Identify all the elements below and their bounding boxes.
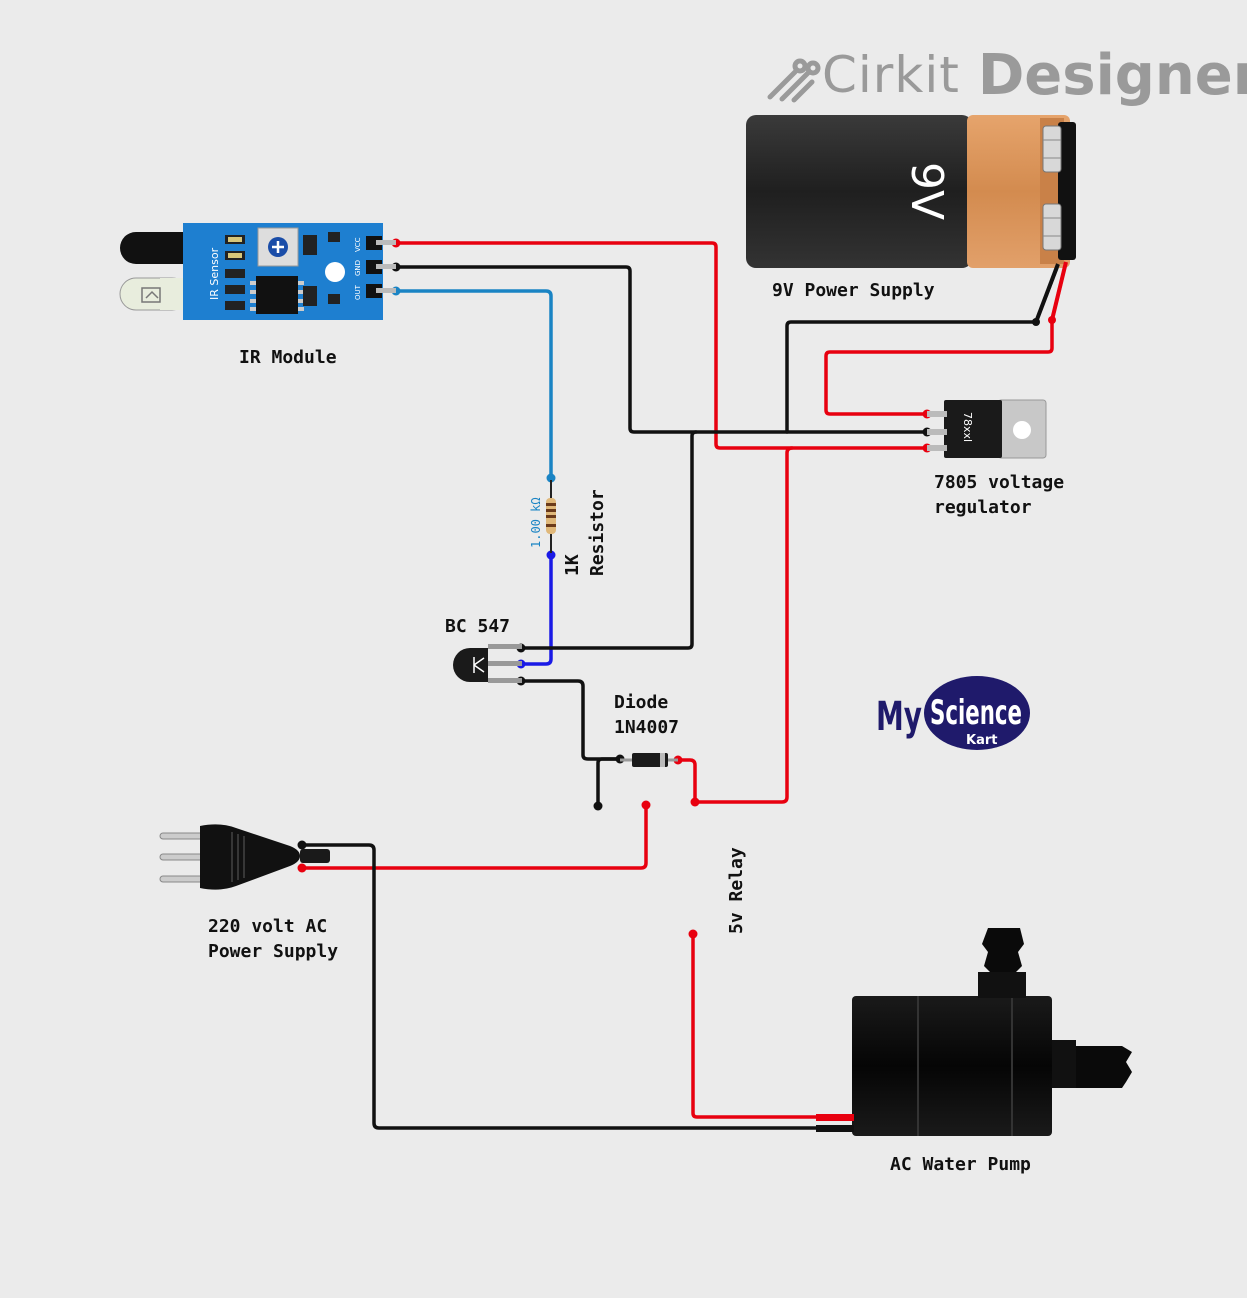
diode-1n4007[interactable] xyxy=(620,753,678,767)
brand-word-designer: Designer xyxy=(977,42,1247,108)
resistor-value: 1.00 kΩ xyxy=(529,497,543,548)
battery-marking: 9V xyxy=(901,162,952,220)
ir-module[interactable]: IR Sensor VCC GND OUT xyxy=(119,223,396,320)
ac-plug[interactable] xyxy=(159,824,330,890)
wire-resistor-base[interactable] xyxy=(519,553,553,666)
wire-ir-out[interactable] xyxy=(394,289,553,480)
relay-label: 5v Relay xyxy=(726,847,747,934)
wire-emitter-gnd[interactable] xyxy=(519,430,698,650)
ir-pin-gnd-label: GND xyxy=(354,260,362,276)
ir-pin-out-label: OUT xyxy=(354,284,362,300)
ir-module-label: IR Module xyxy=(239,347,337,368)
wire-battery-neg[interactable] xyxy=(785,263,1060,434)
wire-relay-coil-neg[interactable] xyxy=(596,757,622,808)
resistor-label: 1K Resistor xyxy=(562,489,608,576)
wire-ac-live[interactable] xyxy=(300,803,648,870)
wires xyxy=(300,241,1068,1130)
ir-board-text: IR Sensor xyxy=(208,247,221,300)
wire-collector[interactable] xyxy=(519,679,622,761)
brand-word-cirkit: Cirkit xyxy=(822,46,960,104)
battery-9v[interactable]: 9V xyxy=(746,115,1076,323)
water-pump[interactable] xyxy=(816,928,1132,1136)
voltage-regulator[interactable]: 78xxl xyxy=(927,399,1047,459)
resistor[interactable]: 1.00 kΩ xyxy=(529,480,556,553)
ac-plug-label: 220 volt AC Power Supply xyxy=(208,916,339,962)
myscience-kart-logo: My Science Kart xyxy=(876,676,1030,750)
logo-kart: Kart xyxy=(966,733,997,748)
wire-relay-coil-pos[interactable] xyxy=(676,446,794,804)
cirkit-designer-brand: Cirkit Designer xyxy=(822,40,1247,110)
wire-relay-no-pump[interactable] xyxy=(691,932,850,1119)
wire-joints xyxy=(297,238,1056,939)
pump-label: AC Water Pump xyxy=(890,1154,1031,1175)
wire-ir-vcc[interactable] xyxy=(394,241,929,450)
ir-pin-vcc-label: VCC xyxy=(354,237,362,252)
logo-my: My xyxy=(876,694,922,740)
transistor-bc547[interactable] xyxy=(453,644,522,683)
wire-ac-neutral[interactable] xyxy=(300,843,850,1130)
wire-ir-gnd[interactable] xyxy=(394,265,929,434)
transistor-label: BC 547 xyxy=(445,616,511,637)
regulator-label: 7805 voltage regulator xyxy=(934,472,1065,518)
regulator-marking: 78xxl xyxy=(961,412,974,442)
wire-battery-pos[interactable] xyxy=(824,260,1068,416)
cirkit-logo-icon xyxy=(767,58,821,103)
diode-label: Diode 1N4007 xyxy=(614,692,680,738)
logo-science: Science xyxy=(930,693,1022,733)
battery-label: 9V Power Supply xyxy=(772,280,935,301)
